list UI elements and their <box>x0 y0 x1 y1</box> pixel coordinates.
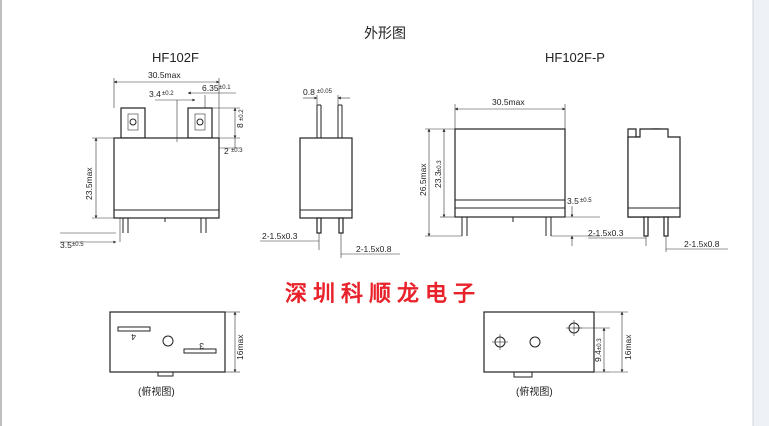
model-label-hf102f: HF102F <box>152 50 199 65</box>
dim-16max-right: 16max <box>623 334 633 360</box>
watermark-text: 深圳科顺龙电子 <box>285 281 481 307</box>
dim-0-8: 0.8 <box>303 87 315 97</box>
dim-16max-left: 16max <box>235 334 245 360</box>
dim-23-3: 23.3 <box>433 171 443 188</box>
dim-6-35-tol: ±0.1 <box>219 85 231 91</box>
dim-pin-2-1-5x0-8-left: 2-1.5x0.8 <box>356 244 392 254</box>
drawing-title: 外形图 <box>364 25 406 41</box>
hf102f-p-side-view <box>588 128 728 252</box>
dim-6-35: 6.35 <box>202 83 219 93</box>
pin-number-4: 4 <box>131 332 136 342</box>
dim-pin-2-1-5x0-3-left: 2-1.5x0.3 <box>262 231 298 241</box>
dim-9-4: 9.4 <box>593 350 603 362</box>
dim-3-5-right-tol: ±0.5 <box>580 198 592 204</box>
dim-2: 2 <box>224 146 229 156</box>
hf102f-p-front-view <box>425 104 600 246</box>
dim-3-4: 3.4 <box>149 89 161 99</box>
dim-pin-2-1-5x0-8-right: 2-1.5x0.8 <box>684 239 720 249</box>
hf102f-p-top-view <box>483 311 628 378</box>
dim-26-5max: 26.5max <box>418 163 428 196</box>
hf102f-top-view <box>109 311 240 377</box>
hf102f-side-view <box>260 95 400 258</box>
dim-3-5-left-tol: ±0.5 <box>72 242 84 248</box>
pin-number-3: 3 <box>199 341 204 351</box>
dim-23-5max: 23.5max <box>84 167 94 200</box>
dim-8: 8 <box>235 123 245 128</box>
dim-0-8-tol: ±0.05 <box>317 89 333 95</box>
dim-width-30-5max-left: 30.5max <box>148 70 181 80</box>
dim-23-3-tol: ±0.3 <box>437 160 443 172</box>
dim-2-tol: ±0.3 <box>231 148 243 154</box>
model-label-hf102f-p: HF102F-P <box>545 50 605 65</box>
dim-3-5-left: 3.5 <box>60 240 72 250</box>
left-frame-bar <box>0 0 2 426</box>
dim-9-4-tol: ±0.3 <box>597 338 603 350</box>
right-frame-bar <box>753 0 769 426</box>
dim-width-30-5max-right: 30.5max <box>492 97 525 107</box>
dim-8-tol: ±0.2 <box>239 109 245 121</box>
dim-pin-2-1-5x0-3-right: 2-1.5x0.3 <box>588 228 624 238</box>
hf102f-front-view <box>60 78 240 244</box>
dim-3-4-tol: ±0.2 <box>162 91 174 97</box>
view-label-right: (俯视图) <box>516 385 553 398</box>
dim-3-5-right: 3.5 <box>567 196 579 206</box>
view-label-left: (俯视图) <box>138 385 175 398</box>
